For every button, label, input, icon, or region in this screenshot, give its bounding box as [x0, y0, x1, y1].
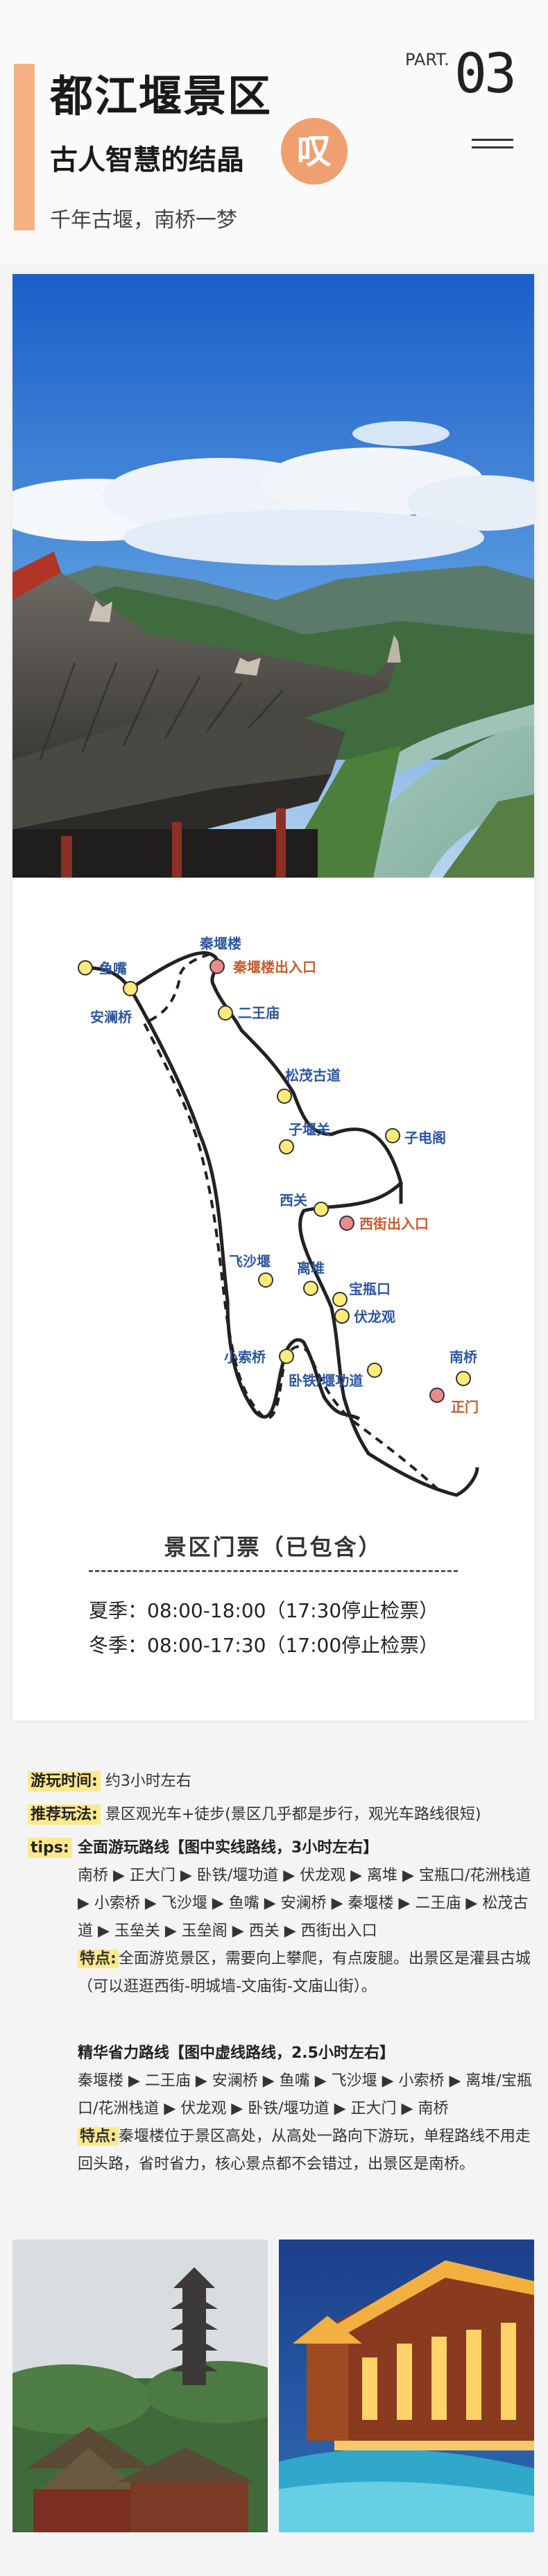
ticket-section: 景区门票（已包含） 夏季：08:00-18:00（17:30停止检票） 冬季：0… — [12, 1530, 534, 1703]
ticket-title: 景区门票（已包含） — [164, 1534, 383, 1560]
route1-feature: 全面游览景区，需要向上攀爬，有点废腿。出景区是灌县古城（可以逛逛西街-明城墙-文… — [78, 1950, 531, 1995]
tips-label: tips: — [28, 1838, 72, 1858]
time-label: 游玩时间: — [28, 1771, 101, 1791]
method-label: 推荐玩法: — [28, 1805, 101, 1825]
route2-feature: 秦堰楼位于景区高处，从高处一路向下游玩，单程路线不用走回头路，省时省力，核心景点… — [78, 2128, 531, 2173]
label-zhengmen: 正门 — [451, 1399, 479, 1415]
label-xiaosuo: 小索桥 — [224, 1349, 266, 1365]
label-zidian: 子电阁 — [404, 1129, 446, 1146]
route1-title: 全面游玩路线【图中实线路线，3小时左右】 — [78, 1839, 379, 1857]
route1-body: 南桥 ▶ 正大门 ▶ 卧铁/堰功道 ▶ 伏龙观 ▶ 离堆 ▶ 宝瓶口/花洲栈道 … — [78, 1867, 531, 1940]
route-map: 秦堰楼 秦堰楼出入口 鱼嘴 二王庙 安澜桥 松茂古道 子堰关 子电阁 西关 西街… — [12, 885, 534, 1578]
label-anlan: 安澜桥 — [90, 1009, 132, 1025]
ticket-winter: 冬季：08:00-17:30（17:00停止检票） — [89, 1634, 439, 1657]
page-subtitle: 古人智慧的结晶 — [50, 144, 244, 176]
route2-block: 精华省力路线【图中虚线路线，2.5小时左右】 秦堰楼 ▶ 二王庙 ▶ 安澜桥 ▶… — [78, 2040, 532, 2178]
route2-feature-label: 特点: — [78, 2127, 119, 2146]
badge: 叹 — [281, 118, 348, 185]
pagoda-photo — [12, 2240, 268, 2532]
part-label: PART. — [405, 50, 449, 69]
label-yuzui: 鱼嘴 — [99, 960, 127, 977]
route1-feature-label: 特点: — [78, 1950, 119, 1968]
label-wotie: 卧铁/堰功道 — [289, 1372, 363, 1389]
time-value: 约3小时左右 — [105, 1773, 191, 1790]
page-title: 都江堰景区 — [50, 71, 273, 121]
label-ziping: 子堰关 — [289, 1121, 330, 1138]
accent-bar — [14, 64, 35, 230]
scenic-photo — [12, 274, 534, 878]
label-lidui: 离堆 — [297, 1260, 325, 1277]
label-fulong: 伏龙观 — [354, 1308, 395, 1325]
menu-lines-icon — [472, 139, 513, 154]
solid-route-lower — [128, 987, 361, 1421]
bottom-photos — [12, 2240, 534, 2532]
route1-block: 全面游玩路线【图中实线路线，3小时左右】 南桥 ▶ 正大门 ▶ 卧铁/堰功道 ▶… — [78, 1834, 532, 2001]
label-qinyan-exit: 秦堰楼出入口 — [232, 959, 316, 975]
label-songmao: 松茂古道 — [285, 1067, 341, 1084]
pavilion-river-illustration — [12, 274, 534, 878]
route-map-svg: 秦堰楼 秦堰楼出入口 鱼嘴 二王庙 安澜桥 松茂古道 子堰关 子电阁 西关 西街… — [78, 935, 479, 1497]
label-nanqiao: 南桥 — [449, 1349, 478, 1365]
ticket-divider — [89, 1570, 458, 1572]
map-dots — [78, 959, 471, 1403]
solid-route — [85, 951, 479, 1497]
part-number: 03 — [454, 43, 517, 105]
method-value: 景区观光车+徒步(景区几乎都是步行，观光车路线很短) — [105, 1806, 481, 1823]
label-baoping: 宝瓶口 — [349, 1281, 391, 1297]
route2-title: 精华省力路线【图中虚线路线，2.5小时左右】 — [78, 2045, 395, 2062]
label-erwang: 二王庙 — [238, 1005, 280, 1021]
label-qinyan-lou: 秦堰楼 — [199, 935, 241, 952]
ticket-summer: 夏季：08:00-18:00（17:30停止检票） — [89, 1599, 439, 1622]
label-feisha: 飞沙堰 — [229, 1253, 271, 1270]
label-xijie-exit: 西街出入口 — [359, 1216, 429, 1232]
main-card: 秦堰楼 秦堰楼出入口 鱼嘴 二王庙 安澜桥 松茂古道 子堰关 子电阁 西关 西街… — [12, 274, 534, 1721]
night-bridge-photo — [279, 2240, 534, 2532]
dashed-route — [142, 953, 444, 1495]
header: 都江堰景区 古人智慧的结晶 叹 千年古堰，南桥一梦 PART. 03 — [0, 0, 548, 264]
route2-body: 秦堰楼 ▶ 二王庙 ▶ 安澜桥 ▶ 鱼嘴 ▶ 飞沙堰 ▶ 小索桥 ▶ 离堆/宝瓶… — [78, 2072, 532, 2117]
label-xiguan: 西关 — [280, 1192, 307, 1209]
tagline: 千年古堰，南桥一梦 — [50, 208, 237, 232]
